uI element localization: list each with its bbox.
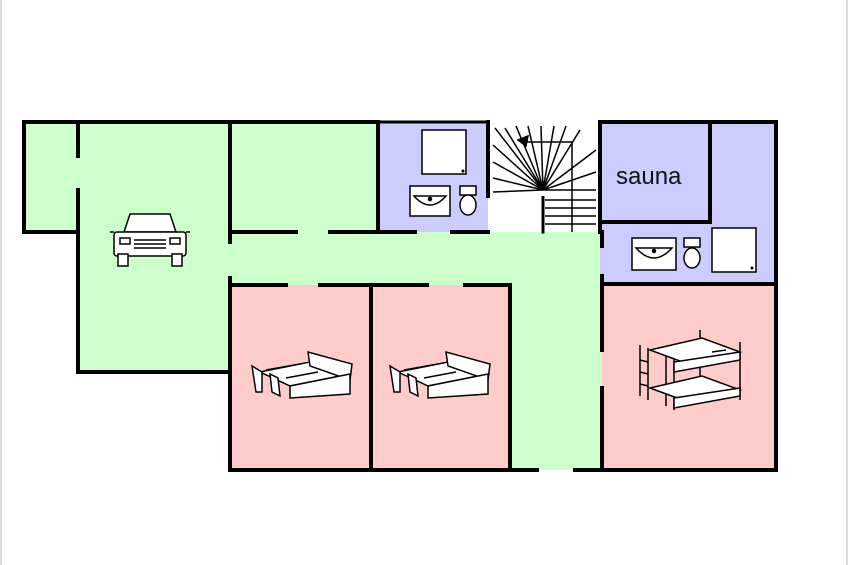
double-bed-icon <box>389 350 491 399</box>
double-bed-icon <box>251 350 353 399</box>
sauna-room-overlay <box>600 122 710 222</box>
bunk-bed-icon <box>639 330 743 410</box>
walls <box>22 120 778 472</box>
toilet-icon <box>683 237 701 269</box>
shower-tray-icon <box>421 129 467 175</box>
car-icon <box>110 213 190 267</box>
sink-icon <box>409 185 451 217</box>
toilet-icon <box>459 185 477 216</box>
storage-small-room <box>24 122 78 232</box>
sink-icon <box>631 237 677 271</box>
spiral-staircase-icon <box>492 124 597 232</box>
sauna-label: sauna <box>616 163 682 190</box>
bedroom-3 <box>602 285 776 470</box>
hallway-corridor <box>510 192 602 470</box>
shower-tray-icon <box>711 227 757 273</box>
